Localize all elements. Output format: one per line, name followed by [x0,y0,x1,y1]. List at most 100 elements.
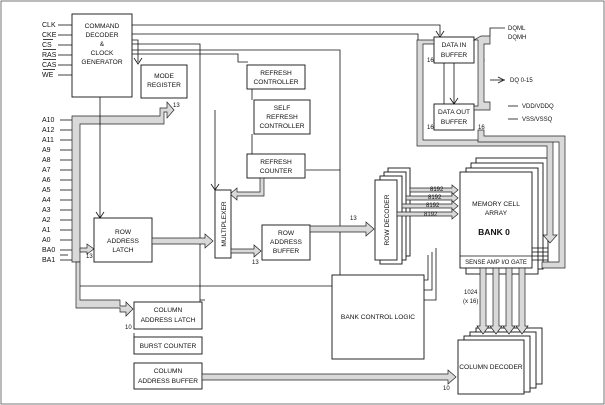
sense-amp-connectors [532,247,548,261]
sense-amp-label: SENSE AMP I/O GATE [465,260,527,266]
svg-text:DATA IN: DATA IN [442,42,467,49]
svg-text:SELF: SELF [274,105,291,112]
refresh-controller: REFRESH CONTROLLER [246,64,306,100]
burst-counter: BURST COUNTER [133,333,203,355]
bus-width-col-latch: 10 [125,325,132,331]
svg-text:GENERATOR: GENERATOR [81,59,122,66]
address-bus [71,101,175,317]
svg-text:COLUMN: COLUMN [154,307,183,314]
pin-clk: CLK [42,22,56,29]
pin-a1: A1 [42,227,51,234]
svg-text:&: & [100,41,105,48]
svg-text:DECODER: DECODER [86,32,119,39]
pin-ras: RAS [42,52,57,59]
pin-cs: CS [42,42,52,49]
svg-text:LATCH: LATCH [112,247,133,254]
row-lines: 8192 8192 8192 8192 [396,184,459,220]
svg-text:BUFFER: BUFFER [441,119,468,126]
bank-control-logic: BANK CONTROL LOGIC [306,169,437,360]
external-signals: DQML DQMH DQ 0-15 VDD/VDDQ VSS/VSSQ [489,26,554,123]
address-pins: A10 A12 A11 A9 A8 A7 A6 A5 A4 A3 A2 A1 A… [42,117,72,264]
svg-text:8192: 8192 [426,203,440,209]
bus-width-row-latch: 13 [86,254,93,260]
svg-text:8192: 8192 [430,187,444,193]
pin-cke: CKE [42,32,57,39]
column-address-buffer: COLUMN ADDRESS BUFFER 10 [133,362,457,392]
bank-0-label: BANK 0 [478,227,510,237]
svg-text:1024: 1024 [464,290,478,296]
svg-text:8192: 8192 [428,195,442,201]
svg-text:MODE: MODE [154,73,174,80]
svg-text:CLOCK: CLOCK [91,50,114,57]
pin-a2: A2 [42,217,51,224]
svg-text:REFRESH: REFRESH [260,70,292,77]
pin-we: WE [42,72,54,79]
svg-text:ROW: ROW [115,229,132,236]
svg-text:COLUMN DECODER: COLUMN DECODER [459,364,523,371]
pin-a12: A12 [42,127,55,134]
svg-text:ROW: ROW [278,230,295,237]
svg-text:MEMORY CELL: MEMORY CELL [472,201,520,208]
data-path-bus [416,35,566,269]
svg-text:COUNTER: COUNTER [260,168,293,175]
svg-text:16: 16 [427,58,434,64]
bus-width-col-decoder: 10 [443,386,450,392]
dq-label: DQ 0-15 [510,78,533,84]
pin-a0: A0 [42,237,51,244]
control-pins: CLK CKE CS RAS CAS WE [42,22,72,79]
pin-ba1: BA1 [42,257,55,264]
column-address-latch: COLUMN ADDRESS LATCH 10 [125,301,203,331]
svg-text:ADDRESS LATCH: ADDRESS LATCH [141,317,196,324]
column-lines: 1024 (x 16) [463,267,529,335]
dqmh-label: DQMH [508,35,526,41]
svg-text:BANK CONTROL LOGIC: BANK CONTROL LOGIC [341,314,415,321]
mode-register: MODE REGISTER 13 [140,64,188,109]
svg-text:COLUMN: COLUMN [154,368,183,375]
svg-text:ARRAY: ARRAY [485,210,508,217]
svg-text:REFRESH: REFRESH [260,159,292,166]
svg-text:REFRESH: REFRESH [266,114,298,121]
row-decoder: ROW DECODER [374,167,411,265]
refresh-counter: REFRESH COUNTER [229,153,306,201]
svg-text:BUFFER: BUFFER [273,248,300,255]
svg-text:ADDRESS: ADDRESS [107,238,139,245]
vdd-label: VDD/VDDQ [522,104,554,110]
svg-text:CONTROLLER: CONTROLLER [253,79,298,86]
svg-text:DATA OUT: DATA OUT [438,109,470,116]
svg-text:ADDRESS BUFFER: ADDRESS BUFFER [138,378,198,385]
row-address-latch: ROW ADDRESS LATCH 13 [86,217,214,263]
data-in-buffer: DATA IN BUFFER 16 16 [427,36,485,64]
bus-width-mode: 13 [173,103,180,109]
svg-text:REGISTER: REGISTER [147,82,181,89]
pin-a11: A11 [42,137,54,144]
self-refresh-controller: SELF REFRESH CONTROLLER [251,99,311,154]
pin-a6: A6 [42,177,51,184]
svg-text:ROW DECODER: ROW DECODER [384,194,391,245]
svg-text:BUFFER: BUFFER [441,52,468,59]
pin-cas: CAS [42,62,57,69]
pin-a7: A7 [42,167,51,174]
svg-text:16: 16 [427,125,434,131]
pin-a10: A10 [42,117,55,124]
svg-text:CONTROLLER: CONTROLLER [259,123,304,130]
pin-ba0: BA0 [42,247,55,254]
vss-label: VSS/VSSQ [522,117,553,123]
pin-a4: A4 [42,197,51,204]
multiplexer: MULTIPLEXER [214,189,232,259]
svg-text:16: 16 [478,125,485,131]
svg-text:(x 16): (x 16) [463,299,478,305]
svg-text:BURST COUNTER: BURST COUNTER [140,343,197,350]
data-out-buffer: DATA OUT BUFFER 16 16 [427,103,485,131]
svg-text:8192: 8192 [424,212,438,218]
svg-text:ADDRESS: ADDRESS [270,239,302,246]
bus-width-mux-out: 13 [252,260,259,266]
memory-cell-array: MEMORY CELL ARRAY BANK 0 SENSE AMP I/O G… [459,157,549,275]
svg-text:MULTIPLEXER: MULTIPLEXER [221,201,228,247]
pin-a5: A5 [42,187,51,194]
pin-a9: A9 [42,147,51,154]
row-address-buffer: ROW ADDRESS BUFFER 13 13 [230,216,375,266]
command-decoder: COMMAND DECODER & CLOCK GENERATOR [71,13,133,98]
svg-text:COMMAND: COMMAND [85,23,120,30]
